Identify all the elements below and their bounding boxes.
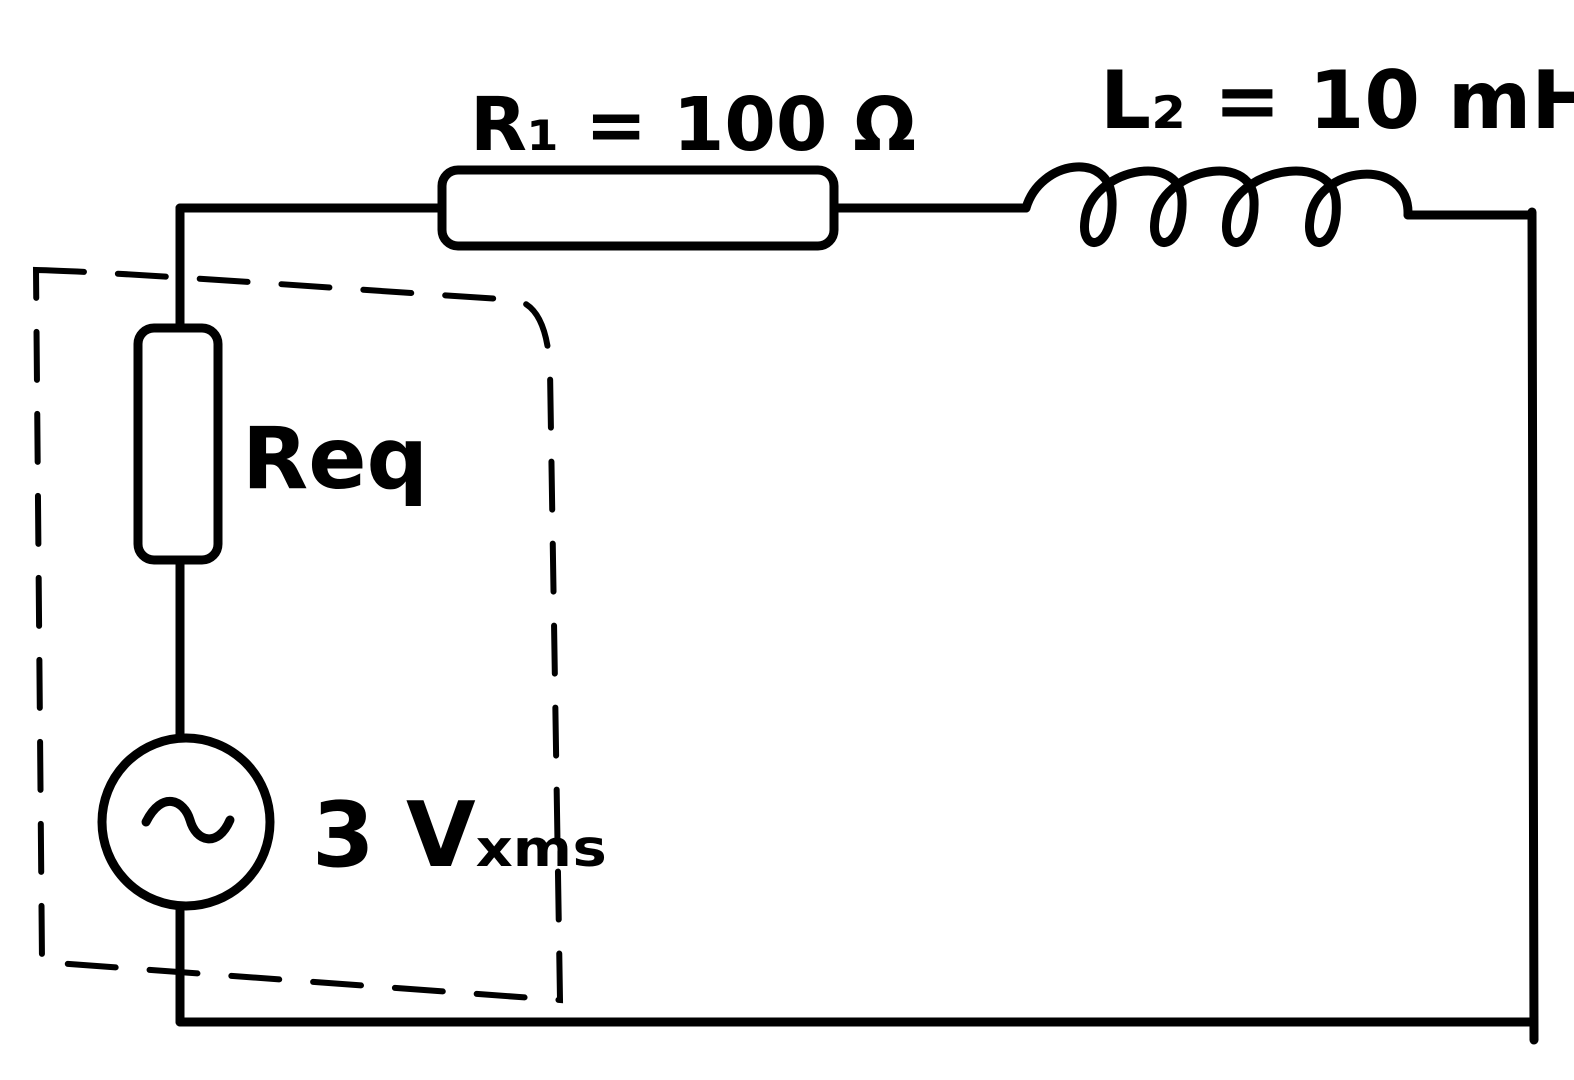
thevenin-boundary	[32, 266, 564, 1004]
resistor-r1	[437, 165, 839, 251]
inductor-l2	[1021, 162, 1413, 247]
resistor-r1-label: R₁ = 100 Ω	[470, 82, 916, 168]
resistor-req-label: Req	[242, 409, 428, 509]
ac-source-symbol	[141, 796, 235, 844]
wires	[175, 203, 1539, 1045]
wire-right	[1527, 207, 1539, 1045]
resistor-req	[133, 323, 223, 565]
ac-source-label: 3 Vₓₘₛ	[312, 783, 607, 888]
inductor-l2-label: L₂ = 10 mH	[1100, 54, 1574, 147]
